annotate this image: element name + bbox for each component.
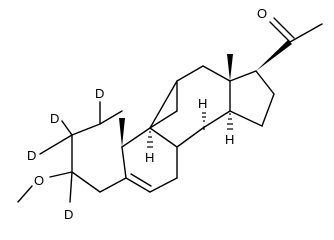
bond-c16-c15 — [261, 93, 275, 127]
bond-c9-c10 — [121, 127, 151, 148]
hash-h8 — [202, 112, 206, 130]
stereo-hydrogens: H H H — [145, 96, 234, 165]
bond-ring-c-inner — [149, 110, 178, 129]
d2b-label: D — [27, 148, 36, 163]
h8-label: H — [198, 96, 207, 111]
bond-c20-c21 — [289, 23, 323, 43]
bond-c12-c13 — [202, 65, 231, 82]
bond-c13-c17 — [229, 70, 257, 82]
acetyl-group: O — [256, 6, 323, 71]
ether-oxygen-label: O — [34, 173, 44, 188]
wedge-c10-methyl — [119, 118, 125, 147]
ring-b — [121, 127, 178, 193]
bond-c2-da — [61, 120, 73, 136]
bond-c5-c6 — [125, 177, 151, 193]
bond-c8-c14 — [176, 127, 204, 148]
structure-diagram: O H H — [17, 6, 323, 222]
h9-label: H — [145, 150, 154, 165]
d2a-label: D — [50, 111, 59, 126]
bond-c8-c9 — [149, 127, 178, 148]
ketone-oxygen-label: O — [257, 6, 267, 21]
bond-o-methyl — [17, 185, 33, 203]
bond-c10-c1 — [99, 110, 123, 125]
h14-label: H — [225, 132, 234, 147]
bond-c2-db — [39, 134, 73, 155]
hash-h9 — [147, 131, 153, 148]
angular-methyls — [119, 54, 233, 147]
wedge-c17-c20 — [256, 40, 292, 71]
bond-c11-c12 — [176, 65, 204, 82]
bond-c14-c8-link — [202, 110, 231, 129]
bond-c4-c5 — [99, 177, 127, 193]
bond-c5-c10 — [121, 146, 127, 179]
bond-c20-o-double — [273, 17, 295, 39]
methoxy-group: O — [17, 171, 73, 203]
d1-label: D — [95, 86, 104, 101]
bond-c5-c6-double — [130, 173, 152, 187]
ring-a — [71, 110, 127, 193]
bond-c3-o — [49, 171, 73, 178]
bond-c1-c2 — [71, 123, 101, 136]
bond-c15-c14 — [229, 110, 263, 127]
bond-c20-o — [269, 21, 291, 43]
molecule-canvas: O H H — [17, 6, 323, 222]
bond-c3-c4 — [71, 171, 101, 193]
ring-c — [149, 65, 231, 148]
wedge-c13-methyl — [227, 54, 233, 81]
bond-c6-c7 — [149, 177, 178, 193]
ring-d — [229, 70, 275, 127]
deuterium-labels: D D D D — [27, 86, 104, 222]
bond-c17-c16 — [255, 70, 275, 95]
bond-c9-c11 — [149, 80, 178, 129]
d3-label: D — [64, 207, 73, 222]
bond-c3-d — [69, 171, 73, 203]
hash-h14 — [227, 113, 233, 130]
